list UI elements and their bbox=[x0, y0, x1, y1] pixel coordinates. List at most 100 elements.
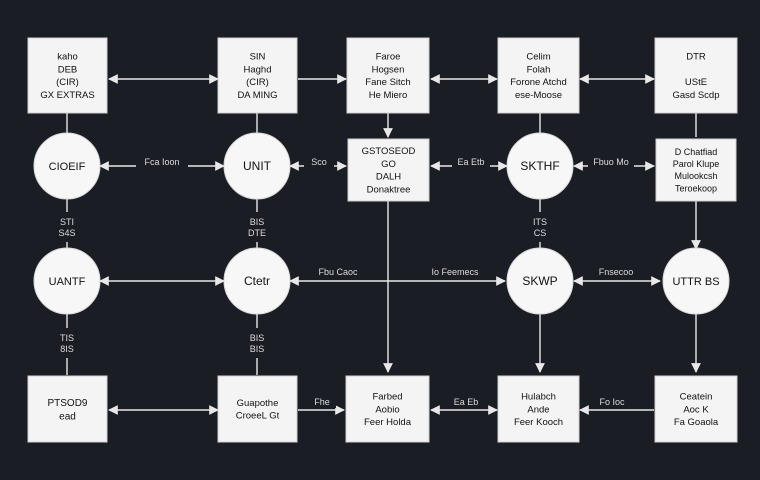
node-r1c4-line-1: Celim bbox=[526, 52, 550, 63]
svg-text:UNIT: UNIT bbox=[243, 159, 272, 173]
node-r4c5-line-3: Fa Goaola bbox=[674, 417, 719, 428]
node-r3c4[interactable]: SKWP bbox=[506, 247, 574, 315]
node-r1c4-line-2: Folah bbox=[527, 64, 551, 75]
svg-text:UANTF: UANTF bbox=[49, 276, 86, 288]
node-r2c2[interactable]: UNIT bbox=[223, 132, 291, 200]
node-r1c2-line-2: Haghd bbox=[244, 64, 272, 75]
node-r2c3-line-3: DALH bbox=[376, 172, 401, 183]
node-r4c1-line-2: ead bbox=[59, 411, 76, 422]
edge-label-r4-45: Fo Ioc bbox=[599, 397, 625, 407]
svg-text:Ctetr: Ctetr bbox=[244, 274, 270, 288]
node-r1c3-line-1: Faroe bbox=[376, 52, 401, 63]
node-r4c1-line-1: PTSOD9 bbox=[47, 398, 87, 409]
node-r3c2-line-1: Ctetr bbox=[244, 274, 270, 288]
svg-text:CIOEIF: CIOEIF bbox=[49, 161, 86, 173]
node-r4c1[interactable]: PTSOD9 ead bbox=[27, 375, 108, 443]
node-r2c3-line-4: Donaktree bbox=[367, 185, 411, 196]
edge-label-r2-45: Fbuo Mo bbox=[593, 157, 629, 167]
node-r1c2-line-1: SIN bbox=[250, 52, 266, 63]
node-r4c2-line-2: CroeeL Gt bbox=[236, 411, 280, 422]
node-r4c3-line-1: Farbed bbox=[372, 392, 402, 403]
node-r1c4-line-3: Forone Atchd bbox=[510, 77, 567, 88]
node-r4c3-line-2: Aobio bbox=[375, 404, 399, 415]
node-r3c1[interactable]: UANTF bbox=[33, 247, 101, 315]
node-r4c4-line-2: Ande bbox=[527, 404, 549, 415]
node-r1c5-line-1: DTR bbox=[686, 52, 706, 63]
node-r4c5-line-1: Ceatein bbox=[680, 392, 713, 403]
edge-label-r3-23: Fbu Caoc bbox=[318, 267, 358, 277]
node-r4c2-line-1: Guapothe bbox=[237, 398, 279, 409]
edge-label-r4-34: Ea Eb bbox=[454, 397, 479, 407]
node-r2c1-line-1: CIOEIF bbox=[49, 161, 86, 173]
svg-text:SKWP: SKWP bbox=[522, 274, 557, 288]
node-r1c5-line-3: UStE bbox=[685, 77, 707, 88]
node-r2c3[interactable]: GSTOSEOD GO DALH Donaktree bbox=[347, 138, 430, 202]
node-r2c5-line-1: D Chatfiad bbox=[675, 147, 718, 157]
node-r1c2-line-4: DA MING bbox=[237, 90, 277, 101]
node-r2c5-line-2: Parol Klupe bbox=[673, 159, 720, 169]
node-r2c3-line-1: GSTOSEOD bbox=[362, 146, 416, 157]
node-r1c2-line-3: (CIR) bbox=[246, 77, 269, 88]
node-r2c4-line-1: SKTHF bbox=[520, 159, 559, 173]
node-r4c4-line-1: Hulabch bbox=[521, 392, 556, 403]
node-r2c4[interactable]: SKTHF bbox=[506, 132, 574, 200]
node-r4c5-line-2: Aoc K bbox=[683, 404, 709, 415]
node-r1c5[interactable]: DTR UStE Gasd Scdp bbox=[654, 37, 738, 114]
node-r1c1-line-2: DEB bbox=[58, 64, 78, 75]
svg-text:SKTHF: SKTHF bbox=[520, 159, 559, 173]
node-r1c3-line-4: He Miero bbox=[369, 90, 408, 101]
node-r1c4-line-4: ese-Moose bbox=[515, 90, 562, 101]
node-r1c3-line-3: Fane Sitch bbox=[365, 77, 410, 88]
node-r2c2-line-1: UNIT bbox=[243, 159, 272, 173]
node-r1c1-line-4: GX EXTRAS bbox=[40, 90, 94, 101]
node-r2c5-line-4: Teroekoop bbox=[675, 183, 717, 193]
node-r1c5-line-4: Gasd Scdp bbox=[673, 90, 720, 101]
node-r3c2[interactable]: Ctetr bbox=[223, 247, 291, 315]
node-r3c1-line-1: UANTF bbox=[49, 276, 86, 288]
node-r1c1-line-3: (CIR) bbox=[56, 77, 79, 88]
edge-label-r2-23: Sco bbox=[311, 157, 327, 167]
node-r3c5[interactable]: UTTR BS bbox=[662, 247, 730, 315]
node-r2c5-line-3: Mulookcsh bbox=[674, 171, 717, 181]
node-r2c1[interactable]: CIOEIF bbox=[33, 132, 101, 200]
node-r2c3-line-2: GO bbox=[381, 159, 396, 170]
edge-labels: Fca Ioon Sco Ea Etb Fbuo Mo Fbu Caoc Io … bbox=[52, 156, 642, 408]
edge-label-r2-34: Ea Etb bbox=[457, 157, 484, 167]
node-r3c5-line-1: UTTR BS bbox=[672, 276, 719, 288]
node-r4c4-line-3: Feer Kooch bbox=[514, 417, 563, 428]
edge-label-r3-34: Io Feemecs bbox=[431, 267, 479, 277]
node-r3c4-line-1: SKWP bbox=[522, 274, 557, 288]
edge-label-r4-23: Fhe bbox=[314, 397, 330, 407]
node-r1c1-line-1: kaho bbox=[57, 52, 78, 63]
edge-label-r3-45: Fnsecoo bbox=[599, 267, 634, 277]
edge-label-r2-12: Fca Ioon bbox=[144, 157, 179, 167]
